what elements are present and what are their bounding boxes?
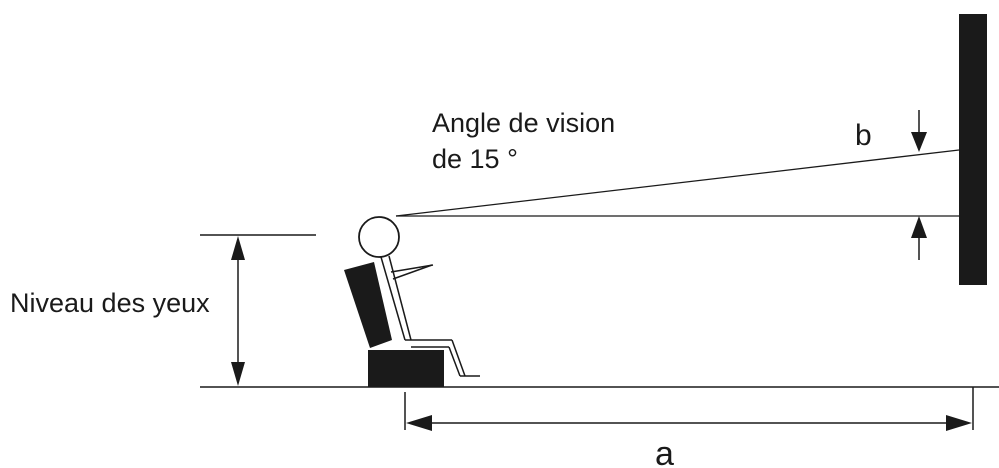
angled-sight-line	[395, 149, 960, 217]
dimension-b-label: b	[855, 119, 872, 152]
viewing-angle-label-line1: Angle de vision	[432, 108, 615, 138]
a-dimension-arrow	[404, 387, 974, 431]
eye-level-dimension-arrow	[231, 236, 245, 386]
chair-back	[344, 262, 392, 348]
eye-level-label: Niveau des yeux	[10, 288, 210, 318]
dimension-a-label: a	[655, 435, 674, 468]
viewing-angle-label-line2: de 15 °	[432, 144, 518, 174]
chair-seat	[368, 350, 444, 387]
viewer-head	[358, 216, 400, 258]
seated-viewer	[344, 216, 480, 387]
screen-panel	[959, 14, 987, 285]
b-dimension-arrows	[911, 110, 927, 260]
